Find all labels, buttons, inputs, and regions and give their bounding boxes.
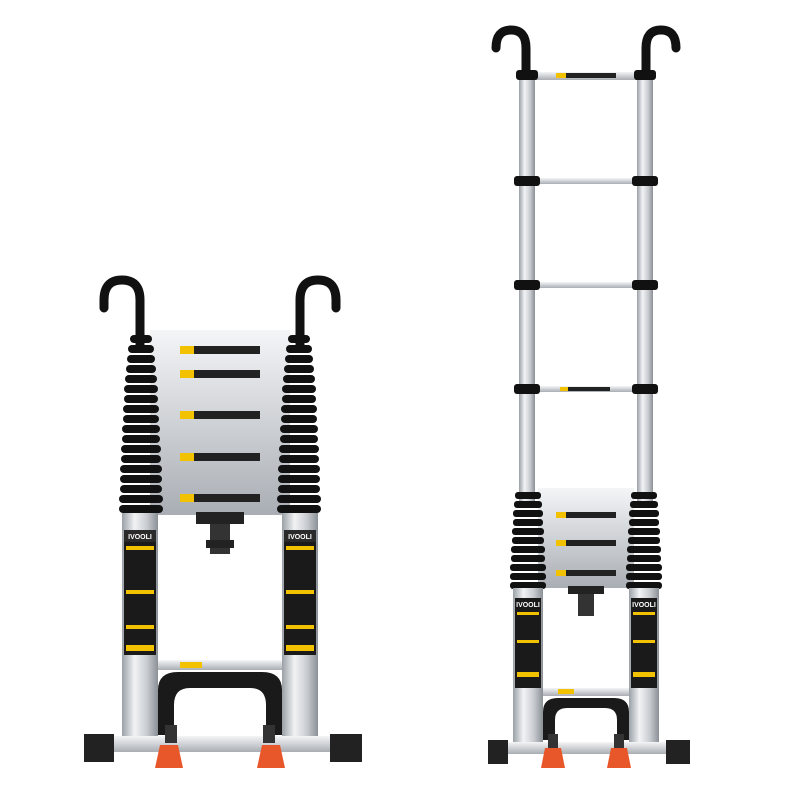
base-bar <box>110 736 330 752</box>
brand-text: IVOOLI <box>288 534 312 541</box>
left-hook-icon <box>491 25 531 80</box>
brand-text: IVOOLI <box>632 602 656 609</box>
left-foot <box>488 740 508 764</box>
left-label-panel: IVOOLI <box>124 530 156 655</box>
orange-feet <box>155 725 285 768</box>
right-label-panel: IVOOLI <box>631 598 657 688</box>
left-joint-stack <box>119 335 163 513</box>
extended-rungs <box>514 70 658 394</box>
center-lock <box>196 512 244 554</box>
right-hook-icon <box>295 275 341 350</box>
extended-ladder: IVOOLI IVOOLI <box>488 25 690 768</box>
left-hook-icon <box>99 275 145 350</box>
left-joint-stack <box>510 492 546 589</box>
brand-text: IVOOLI <box>516 602 540 609</box>
right-foot <box>330 734 362 762</box>
center-lock <box>568 586 604 616</box>
right-hook-icon <box>641 25 681 80</box>
bottom-rung <box>543 688 629 696</box>
arch-brace <box>543 698 629 740</box>
right-foot <box>666 740 690 764</box>
collapsed-ladder: IVOOLI IVOOLI <box>84 275 362 768</box>
collapsed-rungs <box>180 346 260 502</box>
collapsed-rung-block <box>150 330 290 515</box>
lower-rungs <box>556 512 616 576</box>
left-label-panel: IVOOLI <box>515 598 541 688</box>
right-joint-stack <box>277 335 321 513</box>
right-label-panel: IVOOLI <box>284 530 316 655</box>
arch-brace <box>158 672 282 735</box>
right-joint-stack <box>626 492 662 589</box>
orange-feet <box>541 734 631 768</box>
brand-text: IVOOLI <box>128 534 152 541</box>
left-foot <box>84 734 114 762</box>
base-bar <box>500 742 672 754</box>
bottom-rung <box>158 660 282 670</box>
